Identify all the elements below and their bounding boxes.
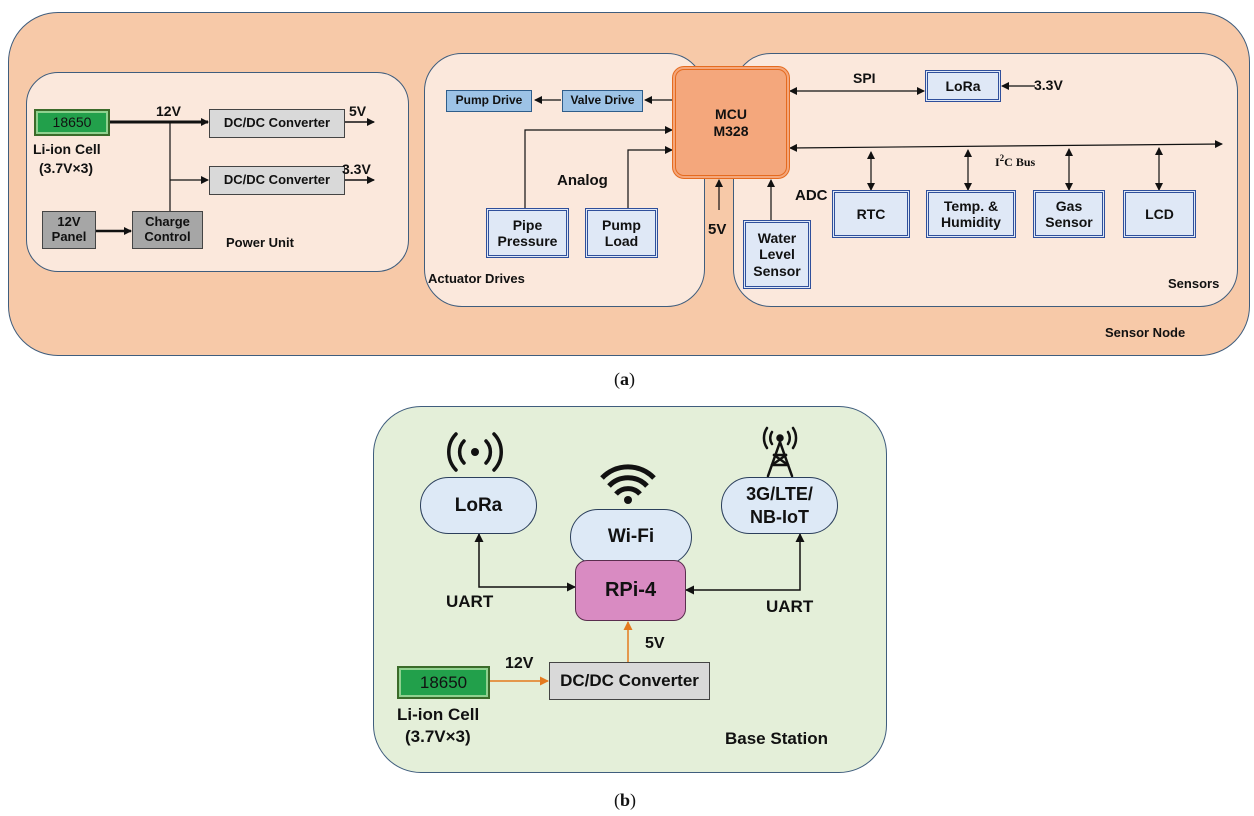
voltage-3v3-label: 3.3V bbox=[342, 161, 371, 177]
rtc-module: RTC bbox=[832, 190, 910, 238]
dc-dc-converter-b: DC/DC Converter bbox=[549, 662, 710, 700]
li-ion-cell-label: Li-ion Cell bbox=[33, 141, 101, 157]
li-ion-cell-spec: (3.7V×3) bbox=[39, 160, 94, 176]
lora-oval: LoRa bbox=[420, 477, 537, 534]
wifi-icon bbox=[600, 464, 656, 504]
water-label-2: Level bbox=[759, 246, 795, 263]
voltage-12v-label: 12V bbox=[156, 103, 181, 119]
mcu-label-1: MCU bbox=[715, 106, 747, 123]
solar-panel-12v: 12V Panel bbox=[42, 211, 96, 249]
wifi-oval: Wi-Fi bbox=[570, 509, 692, 565]
sensors-label: Sensors bbox=[1168, 276, 1220, 291]
sensor-node-label: Sensor Node bbox=[1105, 325, 1186, 340]
mcu-5v-label: 5V bbox=[708, 221, 727, 238]
power-unit-label: Power Unit bbox=[226, 235, 294, 250]
caption-b: (b) bbox=[614, 790, 637, 810]
voltage-5v-label-b: 5V bbox=[645, 635, 665, 652]
i2c-prefix: I bbox=[995, 155, 1000, 169]
valve-drive-box: Valve Drive bbox=[562, 90, 643, 112]
charge-control: Charge Control bbox=[132, 211, 203, 249]
rpi4-board: RPi-4 bbox=[575, 560, 686, 621]
pipe-label-1: Pipe bbox=[512, 216, 543, 233]
pump-label-2: Load bbox=[604, 233, 639, 249]
caption-b-letter: b bbox=[620, 790, 631, 810]
cell-tower-icon bbox=[762, 426, 798, 478]
voltage-12v-label-b: 12V bbox=[505, 655, 534, 672]
uart-left-label: UART bbox=[446, 592, 494, 611]
pump-drive-box: Pump Drive bbox=[446, 90, 532, 112]
water-label-3: Sensor bbox=[753, 262, 801, 279]
pipe-pressure-sensor: Pipe Pressure bbox=[486, 208, 569, 258]
caption-a-letter: a bbox=[620, 369, 629, 389]
analog-label: Analog bbox=[557, 172, 608, 189]
charge-label-2: Control bbox=[144, 229, 191, 244]
water-level-sensor: Water Level Sensor bbox=[743, 220, 811, 289]
charge-label-1: Charge bbox=[145, 214, 190, 230]
spi-label: SPI bbox=[853, 70, 876, 86]
temp-label-1: Temp. & bbox=[943, 197, 999, 214]
i2c-bus-label: I2C Bus bbox=[995, 153, 1035, 170]
panel-voltage: 12V bbox=[57, 214, 81, 230]
temp-humidity-sensor: Temp. & Humidity bbox=[926, 190, 1016, 238]
pump-label-1: Pump bbox=[602, 216, 641, 233]
radio-waves-icon bbox=[447, 432, 503, 472]
gas-label-2: Sensor bbox=[1045, 214, 1093, 230]
voltage-5v-label: 5V bbox=[349, 103, 367, 119]
uart-right-label: UART bbox=[766, 597, 814, 616]
i2c-suffix: C Bus bbox=[1004, 155, 1036, 169]
mcu-label-2: M328 bbox=[713, 122, 749, 139]
caption-a: (a) bbox=[614, 369, 635, 389]
temp-label-2: Humidity bbox=[941, 214, 1001, 230]
adc-label: ADC bbox=[795, 187, 828, 204]
water-label-1: Water bbox=[757, 230, 797, 247]
lcd-module: LCD bbox=[1123, 190, 1196, 238]
gas-label-1: Gas bbox=[1055, 197, 1083, 214]
actuator-drives-label: Actuator Drives bbox=[428, 271, 525, 286]
pump-load-sensor: Pump Load bbox=[585, 208, 658, 258]
dc-dc-converter-3v3: DC/DC Converter bbox=[209, 166, 345, 195]
li-ion-cell-label-b: Li-ion Cell bbox=[397, 705, 480, 724]
lora-3v3-label: 3.3V bbox=[1034, 77, 1063, 93]
dc-dc-converter-5v: DC/DC Converter bbox=[209, 109, 345, 138]
panel-label: Panel bbox=[51, 229, 87, 244]
pipe-label-2: Pressure bbox=[497, 233, 558, 249]
battery-18650: 18650 bbox=[34, 109, 110, 136]
mcu-m328: MCU M328 bbox=[672, 66, 790, 179]
gas-sensor: Gas Sensor bbox=[1033, 190, 1105, 238]
cellular-oval: 3G/LTE/ NB-IoT bbox=[721, 477, 838, 534]
base-station-label: Base Station bbox=[725, 729, 828, 748]
battery-18650-b: 18650 bbox=[397, 666, 490, 699]
lora-module: LoRa bbox=[925, 70, 1001, 102]
li-ion-cell-spec-b: (3.7V×3) bbox=[405, 727, 471, 746]
cell-label-1: 3G/LTE/ bbox=[746, 484, 813, 504]
cell-label-2: NB-IoT bbox=[750, 506, 809, 527]
i2c-sup: 2 bbox=[999, 153, 1005, 163]
